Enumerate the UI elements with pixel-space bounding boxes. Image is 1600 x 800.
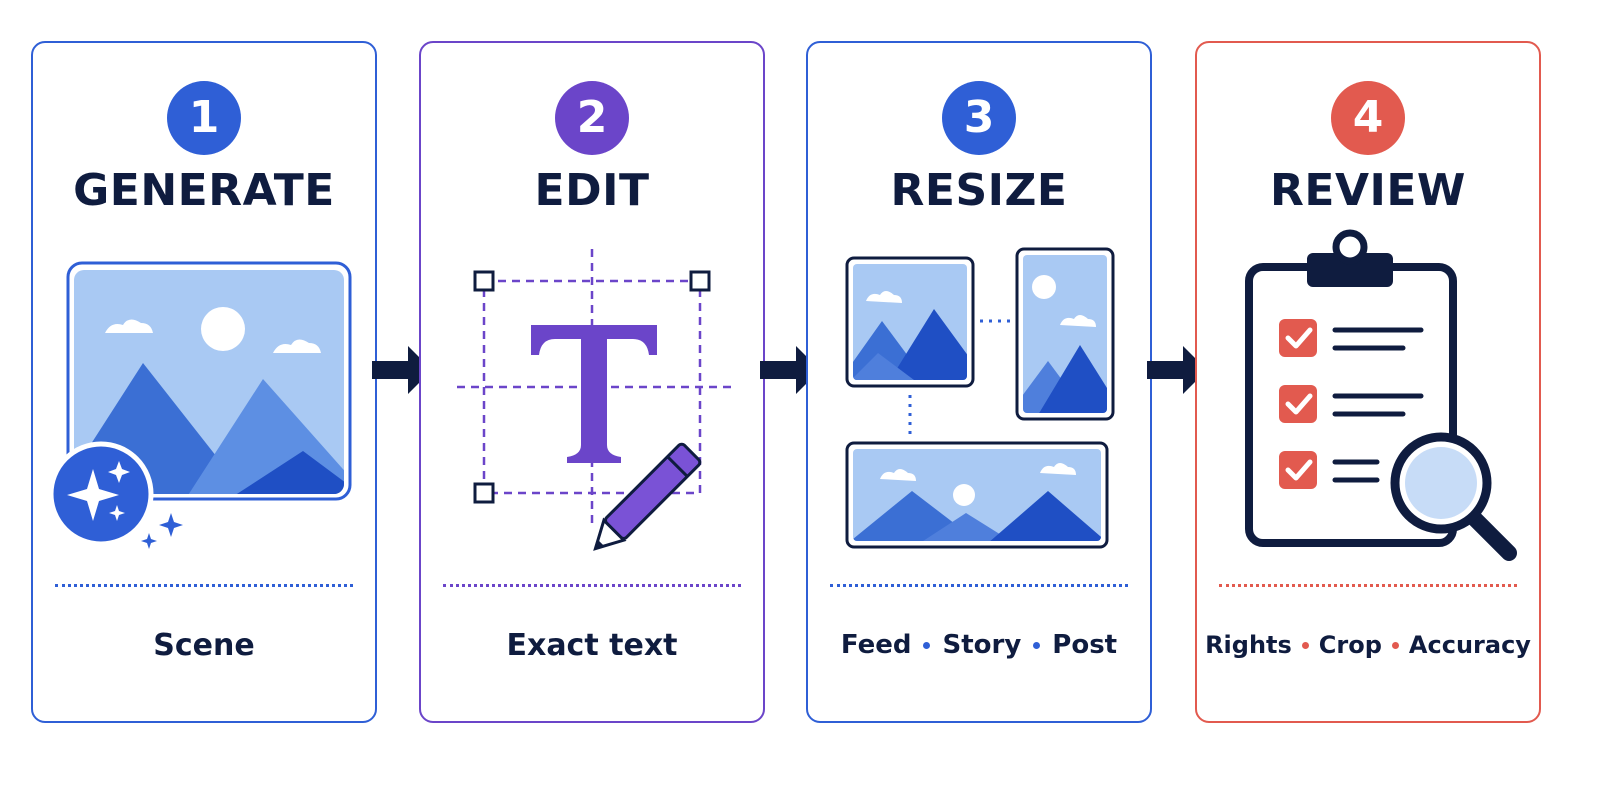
dotted-divider [1219,584,1517,587]
image-sparkle-icon [48,261,352,549]
caption-item: Crop [1318,631,1382,659]
caption-item: Rights [1205,631,1292,659]
step-number-badge: 4 [1331,81,1405,155]
step-caption: Exact text [421,625,763,665]
magnifier-icon [1390,432,1517,561]
step-card-resize: 3 RESIZE [806,41,1152,723]
step-number-badge: 2 [555,81,629,155]
separator-dot [923,641,931,649]
step-caption: Scene [33,625,375,665]
step-number-badge: 3 [942,81,1016,155]
step-title: EDIT [534,165,650,216]
separator-dot [1391,641,1399,649]
clipboard-checklist-icon [1245,229,1517,561]
caption-item: Exact text [506,627,678,663]
step-caption: Feed Story Post [808,625,1150,665]
step-card-generate: 1 GENERATE Scene [31,41,377,723]
caption-item: Feed [840,630,912,660]
dotted-divider [443,584,741,587]
separator-dot [1301,641,1309,649]
step-card-edit: 2 EDIT Exact text [419,41,765,723]
dotted-divider [830,584,1128,587]
step-caption: Rights Crop Accuracy [1197,625,1539,665]
dotted-divider [55,584,353,587]
step-number-badge: 1 [167,81,241,155]
caption-item: Post [1052,630,1118,660]
resize-formats-icon [845,247,1115,549]
separator-dot [1033,641,1041,649]
caption-item: Story [942,630,1022,660]
step-title: GENERATE [73,165,335,216]
step-title: RESIZE [890,165,1068,216]
step-card-review: 4 REVIEW Rights [1195,41,1541,723]
step-title: REVIEW [1270,165,1466,216]
caption-item: Accuracy [1408,631,1531,659]
text-edit-icon [457,249,731,551]
caption-item: Scene [153,627,255,663]
